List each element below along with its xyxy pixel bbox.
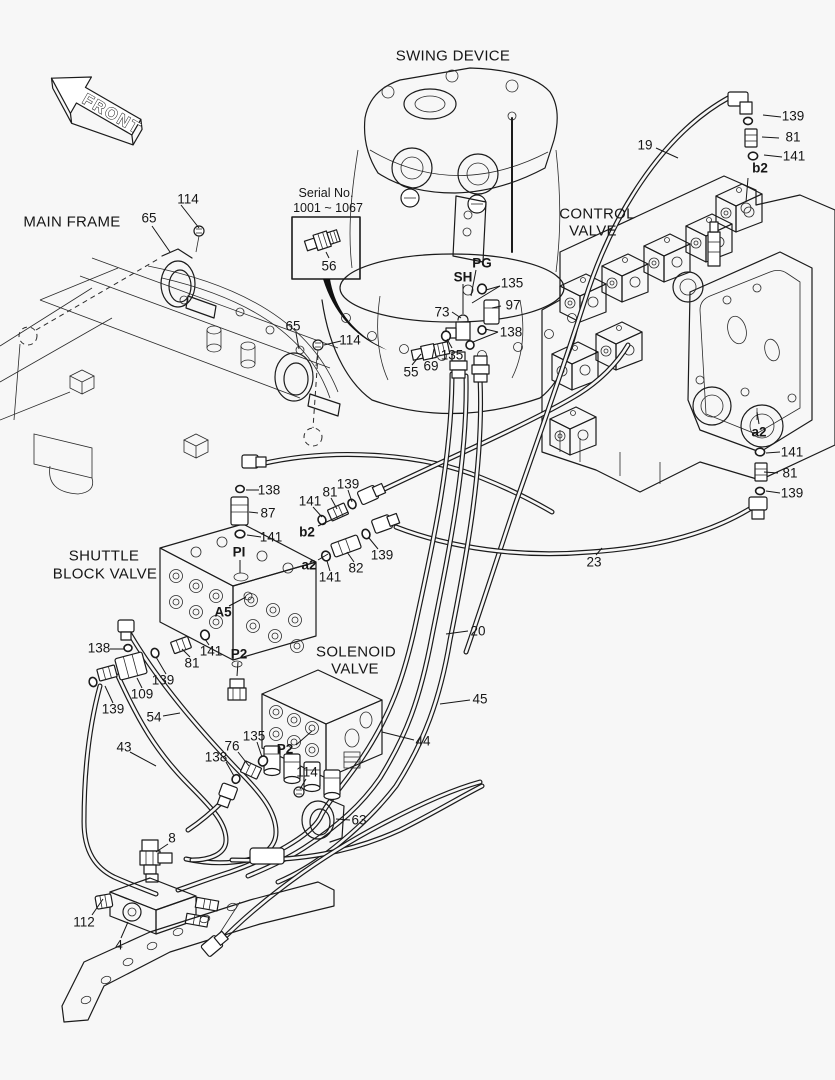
b2-fitting-stack-top [727, 91, 759, 203]
serial-number-box [291, 216, 387, 350]
tee-109-cluster [88, 619, 160, 688]
front-arrow: FRONT [50, 76, 145, 146]
a2-fitting-row [320, 512, 401, 562]
pg-sh-fitting-cluster [410, 269, 500, 383]
manifold-4 [94, 877, 220, 935]
clamp-63 [293, 786, 345, 843]
fitting-8 [139, 839, 173, 883]
hose-coupler [249, 847, 285, 865]
p2-port-fitting [227, 661, 247, 701]
solenoid-inlet-fittings [216, 755, 269, 809]
pi-fitting-stack [230, 454, 267, 573]
leader-lines [91, 114, 783, 939]
solenoid-valve-drawing [261, 669, 383, 801]
shuttle-block-valve-drawing [159, 523, 317, 668]
hoses [84, 97, 756, 946]
a2-fitting-stack-right [748, 447, 768, 520]
clamp-65-lower [274, 339, 341, 417]
control-valve-drawing [541, 175, 835, 493]
b2-fitting-row [317, 482, 387, 526]
clamp-65-upper [160, 225, 217, 319]
front-arrow-label: FRONT [79, 91, 144, 138]
a5-fittings [169, 629, 211, 655]
mounting-bracket [61, 881, 335, 1023]
